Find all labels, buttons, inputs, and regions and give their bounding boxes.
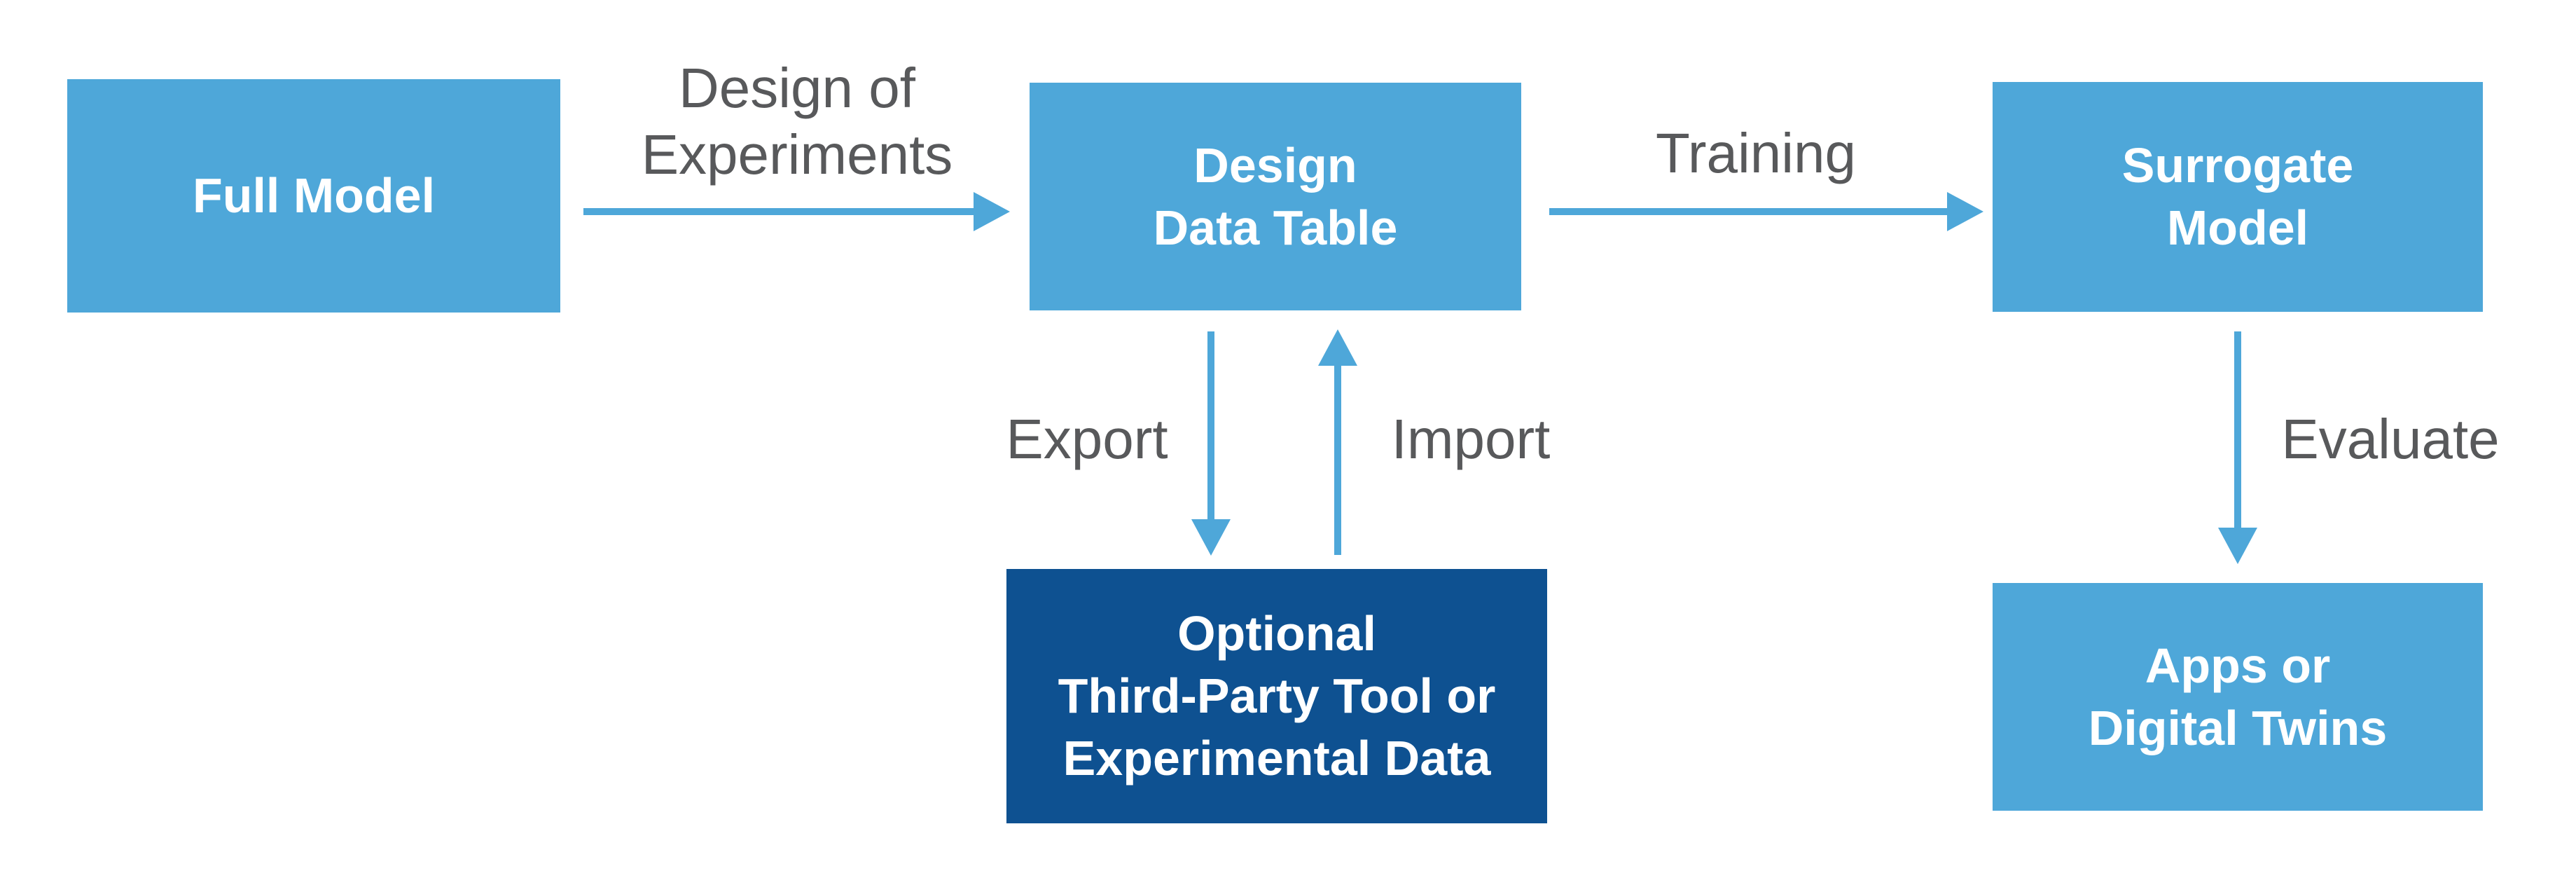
node-label-line: Optional bbox=[1177, 606, 1376, 661]
arrow-import-shaft bbox=[1334, 366, 1341, 555]
edge-label-design-of-experiments: Design of Experiments bbox=[587, 55, 1007, 188]
node-label-line: Apps or bbox=[2145, 638, 2331, 693]
node-label-line: Design bbox=[1193, 137, 1357, 193]
arrowhead-right-icon bbox=[974, 192, 1010, 231]
node-label-line: Model bbox=[2166, 200, 2309, 255]
arrow-training-shaft bbox=[1549, 208, 1947, 215]
node-design-data-table: Design Data Table bbox=[1030, 83, 1521, 310]
node-label-line: Third-Party Tool or bbox=[1058, 668, 1496, 723]
arrowhead-down-icon bbox=[2218, 528, 2257, 564]
edge-label-line: Experiments bbox=[641, 123, 953, 186]
edge-label-training: Training bbox=[1655, 122, 1857, 184]
arrow-design-of-experiments-shaft bbox=[583, 208, 974, 215]
arrowhead-up-icon bbox=[1318, 329, 1357, 366]
node-full-model: Full Model bbox=[67, 79, 560, 313]
edge-label-export: Export bbox=[1006, 408, 1168, 470]
arrow-export-shaft bbox=[1207, 331, 1214, 519]
node-label-line: Surrogate bbox=[2121, 138, 2354, 193]
edge-label-evaluate: Evaluate bbox=[2281, 408, 2500, 470]
node-apps-digital-twins: Apps or Digital Twins bbox=[1993, 583, 2483, 811]
node-surrogate-model: Surrogate Model bbox=[1993, 82, 2483, 312]
node-label-line: Data Table bbox=[1153, 200, 1398, 255]
edge-label-import: Import bbox=[1391, 408, 1551, 470]
node-label-line: Full Model bbox=[192, 168, 436, 223]
edge-label-line: Design of bbox=[679, 57, 915, 119]
arrowhead-down-icon bbox=[1191, 519, 1231, 556]
node-optional-third-party-tool: Optional Third-Party Tool or Experimenta… bbox=[1006, 569, 1547, 823]
arrowhead-right-icon bbox=[1947, 192, 1983, 231]
node-label-line: Digital Twins bbox=[2088, 700, 2388, 755]
node-label-line: Experimental Data bbox=[1062, 731, 1491, 785]
arrow-evaluate-shaft bbox=[2234, 331, 2241, 528]
